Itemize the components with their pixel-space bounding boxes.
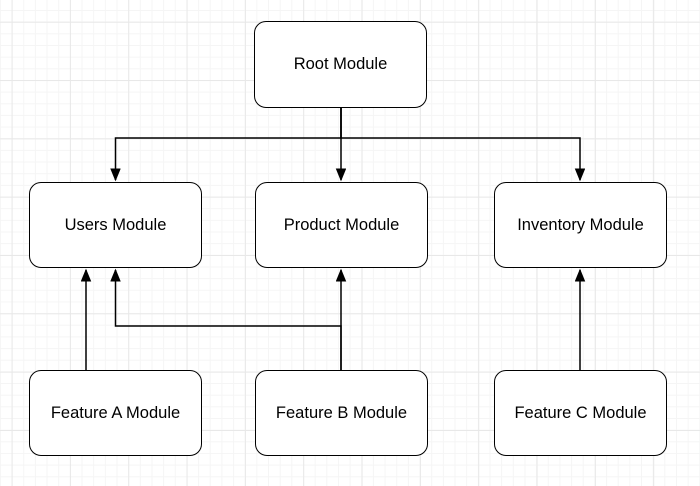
node-label: Feature A Module — [50, 403, 181, 422]
node-label: Root Module — [293, 55, 388, 73]
node-label: Feature B Module — [275, 403, 408, 422]
node-label: Feature C Module — [514, 403, 647, 422]
node-feature-c-module[interactable]: Feature C Module — [494, 370, 667, 456]
node-feature-b-module[interactable]: Feature B Module — [255, 370, 428, 456]
node-users-module[interactable]: Users Module — [29, 182, 202, 268]
node-inventory-module[interactable]: Inventory Module — [494, 182, 667, 268]
node-label: Users Module — [64, 215, 167, 234]
edge-root-to-inventory[interactable] — [340, 108, 580, 180]
node-product-module[interactable]: Product Module — [255, 182, 428, 268]
node-label: Inventory Module — [517, 215, 644, 234]
edge-feature-b-to-users[interactable] — [116, 270, 342, 370]
node-feature-a-module[interactable]: Feature A Module — [29, 370, 202, 456]
node-root-module[interactable]: Root Module — [254, 21, 427, 108]
node-label: Product Module — [283, 215, 400, 234]
edge-root-to-users[interactable] — [116, 108, 342, 180]
